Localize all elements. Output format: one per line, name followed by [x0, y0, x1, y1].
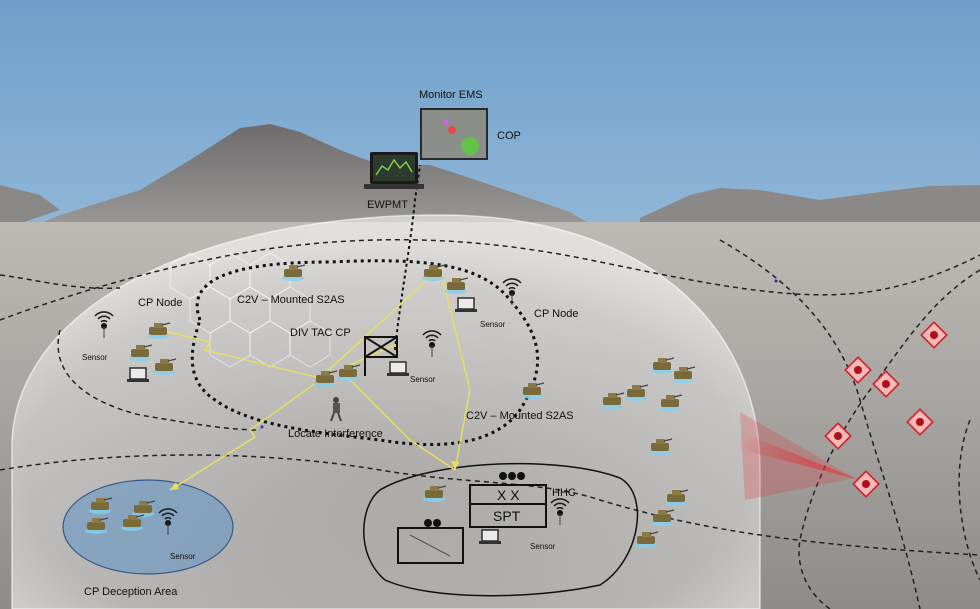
ewpmt-label: EWPMT [367, 199, 408, 211]
laptop-icon [454, 297, 478, 313]
spt-label: SPT [493, 508, 521, 524]
c2v-right-label: C2V – Mounted S2AS [466, 410, 574, 422]
ewpmt-link [394, 164, 421, 351]
cp-deception-area-label: CP Deception Area [84, 586, 178, 598]
soldier-icon [330, 397, 342, 422]
left-hill [0, 185, 60, 230]
sensor-label: Sensor [480, 320, 506, 329]
div-tac-cp-boundary [190, 259, 540, 447]
div-tac-cp-label: DIV TAC CP [290, 327, 351, 339]
laptop-icon [478, 529, 502, 545]
network-links [159, 267, 471, 491]
jamming-beam-spread [740, 412, 855, 500]
sensor-label: Sensor [410, 375, 436, 384]
ewpmt-laptop-icon [364, 152, 424, 189]
spt-echelon-label: X X [497, 487, 520, 503]
locate-interference-label: Locate Interference [288, 428, 383, 440]
spt-unit-symbol [469, 472, 547, 528]
marker-dot [260, 425, 264, 429]
laptop-icon [126, 367, 150, 383]
cop-label: COP [497, 130, 521, 142]
monitor-ems-label: Monitor EMS [419, 89, 483, 101]
sensor-label: Sensor [170, 552, 196, 561]
support-unit-symbol [397, 519, 464, 564]
laptop-icon [386, 361, 410, 377]
sensor-label: Sensor [82, 353, 108, 362]
marker-dot [774, 279, 778, 283]
cp-node-right-label: CP Node [534, 308, 578, 320]
hq-flag-icon [364, 336, 398, 376]
dome-hex-grid [169, 252, 331, 368]
jamming-beam [735, 430, 860, 480]
cp-node-left-label: CP Node [138, 297, 182, 309]
sensor-label: Sensor [530, 542, 556, 551]
c2v-top-label: C2V – Mounted S2AS [237, 294, 345, 306]
spt-area-boundary [363, 462, 639, 597]
cop-monitor-icon [420, 108, 488, 160]
hhc-label: HHC [552, 487, 576, 499]
